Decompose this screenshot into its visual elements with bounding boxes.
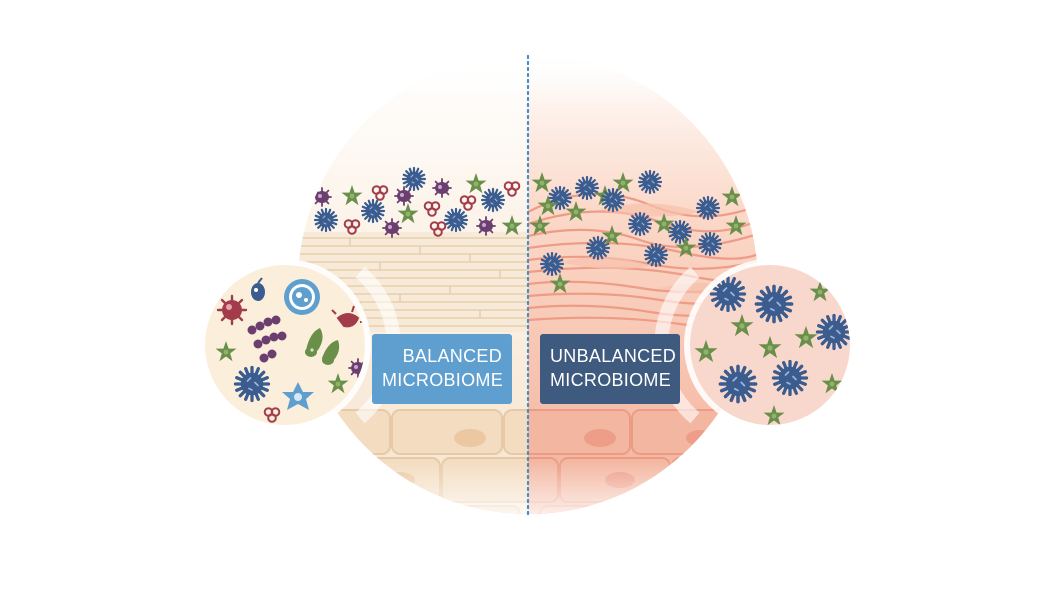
skin-cross-section xyxy=(298,54,758,514)
unbalanced-label-line2: MICROBIOME xyxy=(550,370,672,390)
purple-chain-microbe-icon xyxy=(247,315,287,363)
balanced-zoom-circle xyxy=(199,259,401,431)
unbalanced-label-line1: UNBALANCED xyxy=(550,346,677,366)
balanced-label-line2: MICROBIOME xyxy=(382,370,504,390)
balanced-label-line1: BALANCED xyxy=(402,346,502,366)
green-club-microbe-icon xyxy=(305,328,340,365)
blue-bug-microbe-icon xyxy=(251,277,265,301)
blue-star-microbe-icon xyxy=(282,382,314,410)
balanced-microbiome-label: BALANCED MICROBIOME xyxy=(372,334,512,404)
unbalanced-microbiome-label: UNBALANCED MICROBIOME xyxy=(540,334,680,404)
red-spiky-microbe-icon xyxy=(216,294,248,326)
unbalanced-zoom-circle xyxy=(654,259,856,431)
blue-ring-microbe-icon xyxy=(284,279,320,315)
